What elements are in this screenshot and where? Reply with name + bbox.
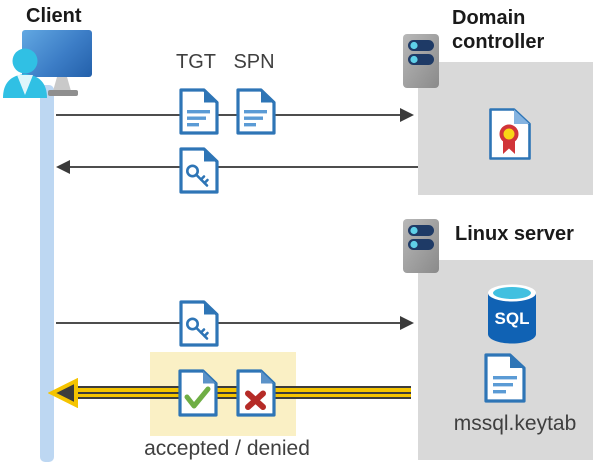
sql-database-icon: SQL [488,284,536,344]
reply-line [62,166,418,168]
monitor-stand-icon [48,77,78,96]
key-ticket-icon [179,300,219,347]
arrow-left-icon [56,160,70,174]
yellow-arrow-left-icon [48,378,78,408]
client-lifeline [40,85,54,462]
spn-document-icon [236,88,276,135]
denied-x-icon [236,369,276,417]
result-label: accepted / denied [144,437,310,460]
service-request-line [56,322,402,324]
client-label: Client [26,5,82,27]
accepted-check-icon [178,369,218,417]
tgt-label: TGT [176,51,216,73]
arrow-right-icon [400,108,414,122]
request-line [56,114,402,116]
server-icon [403,34,439,88]
arrow-right-icon [400,316,414,330]
key-ticket-icon [179,147,219,194]
tgt-document-icon [179,88,219,135]
server-icon [403,219,439,273]
sql-label: SQL [495,309,530,328]
domain-controller-label: Domain controller [452,7,545,54]
keytab-filename-label: mssql.keytab [453,412,577,435]
certificate-icon [489,108,531,160]
keytab-file-icon [484,353,526,403]
spn-label: SPN [233,51,275,73]
linux-server-label: Linux server [455,223,574,245]
user-icon [3,48,47,98]
